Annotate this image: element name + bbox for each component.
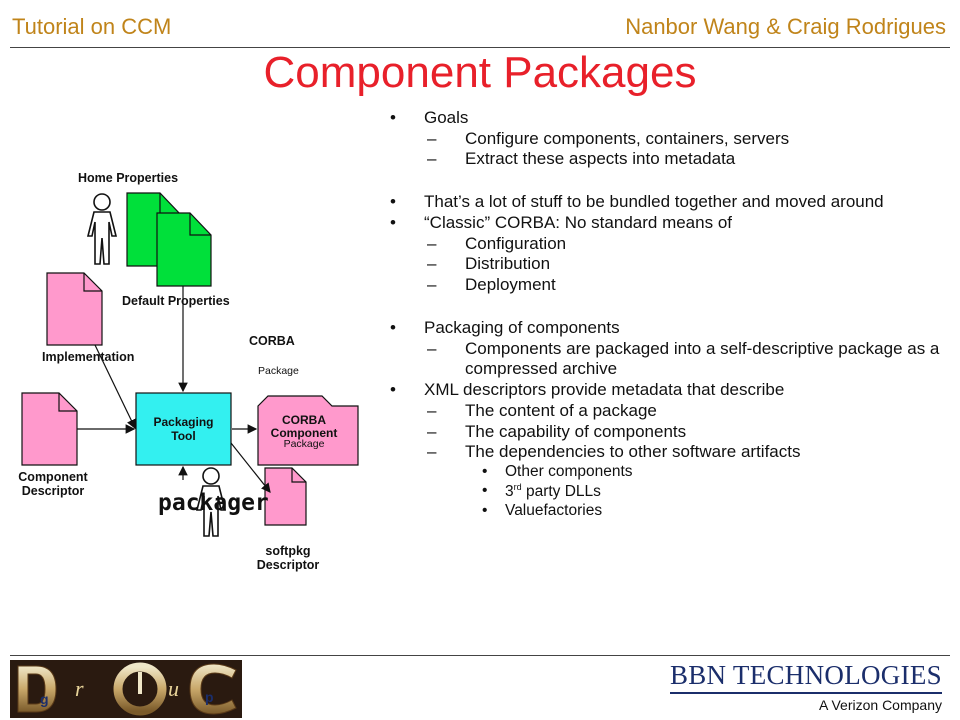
sub-bullet: The content of a package (386, 401, 946, 422)
logo-letter-p: p (205, 689, 214, 705)
default-properties-doc-icon (156, 212, 212, 287)
softpkg-descriptor-doc-icon (264, 467, 307, 526)
doc-group-logo: g r u p (10, 660, 242, 718)
sub-bullet: Distribution (386, 254, 946, 275)
bullet-xml: XML descriptors provide metadata that de… (386, 380, 946, 401)
logo-letter-r: r (75, 676, 84, 701)
header-authors: Nanbor Wang & Craig Rodrigues (625, 14, 946, 39)
implementation-doc-icon (46, 272, 103, 346)
sub-bullet: Configure components, containers, server… (386, 129, 946, 150)
home-properties-label: Home Properties (78, 171, 179, 185)
component-descriptor-label: Component Descriptor (18, 470, 88, 498)
packager-person-icon (195, 467, 227, 537)
bullet-stuff: That’s a lot of stuff to be bundled toge… (386, 192, 946, 213)
sub-bullet: Components are packaged into a self-desc… (386, 339, 946, 380)
sub-bullet: The dependencies to other software artif… (386, 442, 946, 463)
sub-sub-bullet: Other components (386, 463, 946, 482)
sub-bullet: Extract these aspects into metadata (386, 149, 946, 170)
package-label: Package (258, 365, 299, 377)
logo-letter-g: g (40, 691, 49, 707)
bbn-subtitle: A Verizon Company (819, 697, 942, 713)
footer-divider (10, 655, 950, 656)
corba-component-package-label: CORBA Component Package (270, 413, 338, 451)
sub-sub-bullet: Valuefactories (386, 502, 946, 521)
default-properties-label: Default Properties (122, 294, 230, 308)
component-descriptor-doc-icon (21, 392, 78, 466)
diagram-shapes (21, 192, 359, 537)
implementation-label: Implementation (42, 350, 135, 364)
packaging-tool-label: Packaging Tool (153, 415, 214, 443)
bbn-rule (669, 692, 942, 694)
diagram-arrows (77, 286, 271, 493)
bullet-packaging: Packaging of components (386, 318, 946, 339)
bbn-logo: BBN TECHNOLOGIES A Verizon Company (669, 660, 942, 713)
header-title: Tutorial on CCM (12, 14, 172, 39)
sub-sub-bullet: 3rd party DLLs (386, 482, 946, 502)
sub-bullet: Configuration (386, 234, 946, 255)
softpkg-descriptor-label: softpkg Descriptor (256, 544, 320, 572)
packaging-diagram: Home Properties Default Properties Imple… (0, 160, 380, 600)
slide-title: Component Packages (263, 48, 697, 97)
bullet-list: Goals Configure components, containers, … (386, 108, 946, 521)
header-divider (10, 47, 950, 48)
bullet-classic: “Classic” CORBA: No standard means of (386, 213, 946, 234)
corba-label: CORBA (249, 334, 295, 348)
packager-label: packager (158, 490, 269, 516)
corba-package-shape (257, 395, 359, 466)
bbn-title: BBN TECHNOLOGIES (669, 660, 942, 690)
bullet-goals: Goals (386, 108, 946, 129)
logo-letter-u: u (168, 676, 179, 701)
sub-bullet: Deployment (386, 275, 946, 296)
person-icon (86, 193, 118, 265)
sub-bullet: The capability of components (386, 422, 946, 443)
packaging-tool-box (135, 392, 232, 466)
